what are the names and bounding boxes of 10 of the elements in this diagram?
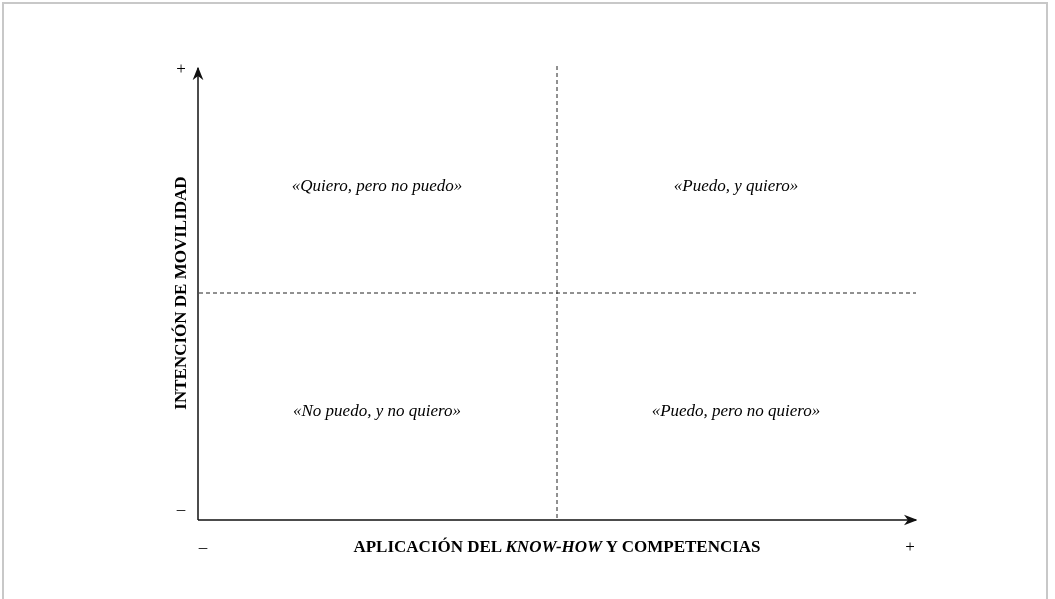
- axis-sign: –: [176, 499, 186, 517]
- quadrant-label: «No puedo, y no quiero»: [293, 401, 461, 419]
- quadrant-label: «Puedo, pero no quiero»: [651, 401, 821, 419]
- quadrant-label: «Puedo, y quiero»: [673, 176, 799, 194]
- axis-sign: +: [905, 537, 915, 555]
- axis-title: INTENCIÓN DE MOVILIDAD: [171, 176, 189, 410]
- quadrant-label: «Quiero, pero no puedo»: [291, 176, 463, 194]
- axis-sign: +: [176, 59, 186, 77]
- axis-title: APLICACIÓN DEL KNOW-HOW Y COMPETENCIAS: [353, 537, 761, 555]
- axis-sign: –: [198, 537, 208, 555]
